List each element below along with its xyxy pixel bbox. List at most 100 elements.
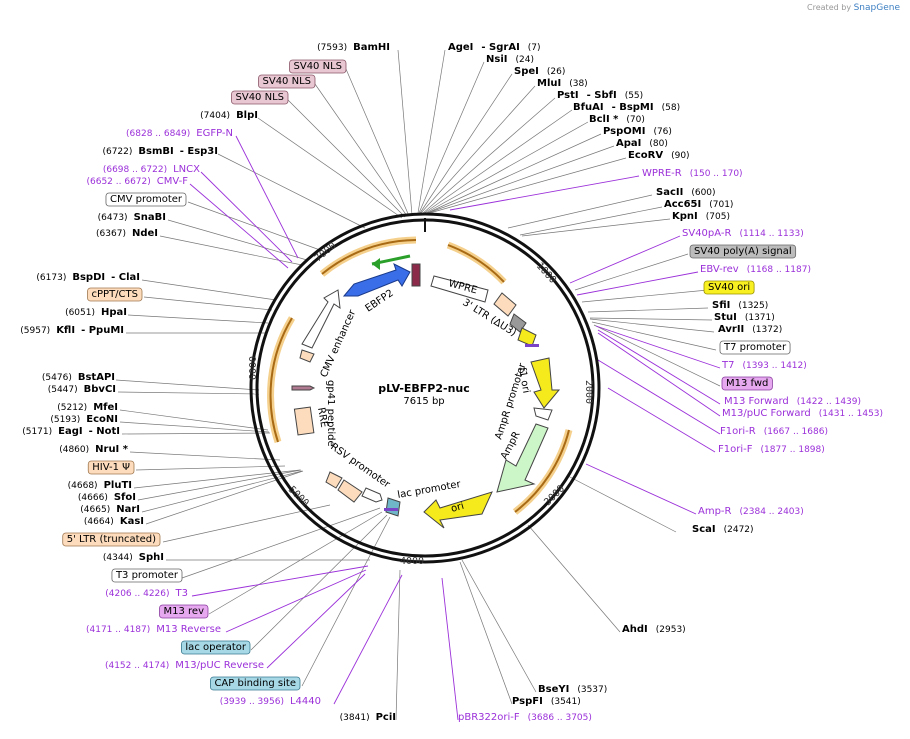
left-label-11[interactable]: NdeI(6367) bbox=[96, 228, 158, 239]
right-label-15[interactable]: SV40 poly(A) signal bbox=[689, 244, 797, 259]
position-label: (6652 .. 6672) bbox=[86, 177, 150, 187]
feature-tag: 5' LTR (truncated) bbox=[67, 534, 156, 545]
left-label-7[interactable]: LNCX(6698 .. 6722) bbox=[103, 164, 200, 175]
primer-name: M13 Reverse bbox=[156, 624, 221, 635]
left-label-23[interactable]: PluTI(4668) bbox=[68, 480, 132, 491]
right-label-24[interactable]: M13 Forward(1422 .. 1439) bbox=[724, 396, 861, 407]
left-label-10[interactable]: SnaBI(6473) bbox=[98, 212, 166, 223]
site-name: SfiI bbox=[712, 300, 730, 311]
right-label-20[interactable]: AvrII(1372) bbox=[718, 324, 782, 335]
site-name-alt: - PpuMI bbox=[81, 325, 124, 336]
left-label-16[interactable]: BstAPI(5476) bbox=[42, 372, 115, 383]
feature-gp41[interactable]: gp41 peptide bbox=[291, 380, 336, 447]
left-label-30[interactable]: T3(4206 .. 4226) bbox=[105, 588, 188, 599]
right-label-8[interactable]: ApaI(80) bbox=[616, 138, 668, 149]
left-label-36[interactable]: L4440(3939 .. 3956) bbox=[220, 696, 321, 707]
feature-wpre[interactable]: WPRE bbox=[430, 275, 489, 303]
left-label-26[interactable]: KasI(4664) bbox=[84, 516, 144, 527]
right-label-12[interactable]: Acc65I(701) bbox=[664, 199, 733, 210]
left-label-3[interactable]: SV40 NLS bbox=[231, 90, 289, 105]
left-label-24[interactable]: SfoI(4666) bbox=[78, 492, 136, 503]
right-label-17[interactable]: SV40 ori bbox=[703, 280, 755, 295]
right-label-13[interactable]: KpnI(705) bbox=[672, 211, 730, 222]
feature-f1-ori[interactable]: f1 ori bbox=[516, 357, 561, 409]
site-name: BstAPI bbox=[78, 372, 115, 383]
right-label-26[interactable]: F1ori-R(1667 .. 1686) bbox=[720, 426, 828, 437]
left-label-18[interactable]: MfeI(5212) bbox=[57, 402, 118, 413]
left-label-32[interactable]: M13 Reverse(4171 .. 4187) bbox=[86, 624, 221, 635]
position-label: (2953) bbox=[656, 625, 686, 635]
right-label-25[interactable]: M13/pUC Forward(1431 .. 1453) bbox=[722, 408, 883, 419]
left-label-34[interactable]: M13/pUC Reverse(4152 .. 4174) bbox=[105, 660, 264, 671]
feature-ebfp2[interactable]: EBFP2 bbox=[342, 254, 421, 314]
tick-2000: 2000 bbox=[583, 380, 594, 404]
right-label-2[interactable]: SpeI(26) bbox=[514, 66, 565, 77]
left-label-14[interactable]: HpaI(6051) bbox=[65, 307, 127, 318]
feature-cmv-enhancer[interactable]: CMV enhancer bbox=[299, 289, 359, 379]
left-label-29[interactable]: T3 promoter bbox=[111, 568, 183, 583]
right-label-4[interactable]: PstI- SbfI(55) bbox=[557, 90, 643, 101]
position-label: (1422 .. 1439) bbox=[797, 397, 861, 407]
right-label-31[interactable]: BseYI(3537) bbox=[538, 684, 607, 695]
right-label-28[interactable]: Amp-R(2384 .. 2403) bbox=[698, 506, 804, 517]
left-label-33[interactable]: lac operator bbox=[181, 640, 251, 655]
right-label-27[interactable]: F1ori-F(1877 .. 1898) bbox=[718, 444, 825, 455]
right-label-33[interactable]: pBR322ori-F(3686 .. 3705) bbox=[458, 712, 592, 723]
right-label-21[interactable]: T7 promoter bbox=[719, 340, 791, 355]
left-label-2[interactable]: SV40 NLS bbox=[258, 74, 316, 89]
right-label-18[interactable]: SfiI(1325) bbox=[712, 300, 768, 311]
right-label-29[interactable]: ScaI(2472) bbox=[692, 524, 754, 535]
left-label-5[interactable]: EGFP-N(6828 .. 6849) bbox=[126, 128, 233, 139]
feature-tag: M13 fwd bbox=[726, 378, 768, 389]
right-label-14[interactable]: SV40pA-R(1114 .. 1133) bbox=[682, 228, 804, 239]
left-label-8[interactable]: CMV-F(6652 .. 6672) bbox=[86, 176, 188, 187]
feature-ori[interactable]: ori bbox=[423, 491, 493, 529]
right-label-10[interactable]: WPRE-R(150 .. 170) bbox=[642, 168, 743, 179]
primer-blip bbox=[384, 508, 398, 511]
right-label-19[interactable]: StuI(1371) bbox=[714, 312, 775, 323]
right-label-16[interactable]: EBV-rev(1168 .. 1187) bbox=[700, 264, 811, 275]
left-label-9[interactable]: CMV promoter bbox=[105, 192, 187, 207]
left-label-35[interactable]: CAP binding site bbox=[210, 676, 301, 691]
left-label-27[interactable]: 5' LTR (truncated) bbox=[62, 532, 161, 547]
left-label-13[interactable]: cPPT/CTS bbox=[87, 287, 143, 302]
position-label: (705) bbox=[706, 212, 730, 222]
left-label-31[interactable]: M13 rev bbox=[159, 604, 209, 619]
left-label-37[interactable]: PciI(3841) bbox=[340, 712, 396, 723]
right-label-5[interactable]: BfuAI- BspMI(58) bbox=[573, 102, 680, 113]
right-label-30[interactable]: AhdI(2953) bbox=[622, 624, 686, 635]
left-label-22[interactable]: HIV-1 Ψ bbox=[87, 460, 135, 475]
primer-name: F1ori-R bbox=[720, 426, 756, 437]
right-label-11[interactable]: SacII(600) bbox=[656, 187, 716, 198]
right-label-22[interactable]: T7(1393 .. 1412) bbox=[721, 360, 807, 371]
right-label-7[interactable]: PspOMI(76) bbox=[603, 126, 672, 137]
site-name: BamHI bbox=[353, 42, 390, 53]
feature-3ltr[interactable]: 3' LTR (ΔU3) bbox=[460, 292, 537, 347]
primer-name: WPRE-R bbox=[642, 168, 682, 179]
left-label-4[interactable]: BlpI(7404) bbox=[200, 110, 258, 121]
plasmid-name: pLV-EBFP2-nuc bbox=[378, 382, 470, 395]
right-label-23[interactable]: M13 fwd bbox=[721, 376, 773, 391]
left-label-0[interactable]: BamHI(7593) bbox=[317, 42, 390, 53]
left-label-1[interactable]: SV40 NLS bbox=[289, 59, 347, 74]
right-label-9[interactable]: EcoRV(90) bbox=[628, 150, 690, 161]
right-label-1[interactable]: NsiI(24) bbox=[486, 54, 534, 65]
position-label: (58) bbox=[662, 103, 680, 113]
feature-rre[interactable]: RRE bbox=[293, 406, 329, 436]
right-label-32[interactable]: PspFI(3541) bbox=[512, 696, 581, 707]
position-label: (600) bbox=[691, 188, 715, 198]
position-label: (1431 .. 1453) bbox=[819, 409, 883, 419]
left-label-19[interactable]: EcoNI(5193) bbox=[50, 414, 118, 425]
right-label-0[interactable]: AgeI- SgrAI(7) bbox=[448, 42, 541, 53]
left-label-17[interactable]: BbvCI(5447) bbox=[48, 384, 116, 395]
left-label-21[interactable]: NruI *(4860) bbox=[59, 444, 129, 455]
right-label-3[interactable]: MluI(38) bbox=[537, 78, 588, 89]
left-label-25[interactable]: NarI(4665) bbox=[80, 504, 140, 515]
left-label-28[interactable]: SphI(4344) bbox=[103, 552, 164, 563]
right-label-6[interactable]: BclI *(70) bbox=[589, 114, 645, 125]
feature-rsv-promoter[interactable]: RSV promoter bbox=[325, 441, 392, 503]
